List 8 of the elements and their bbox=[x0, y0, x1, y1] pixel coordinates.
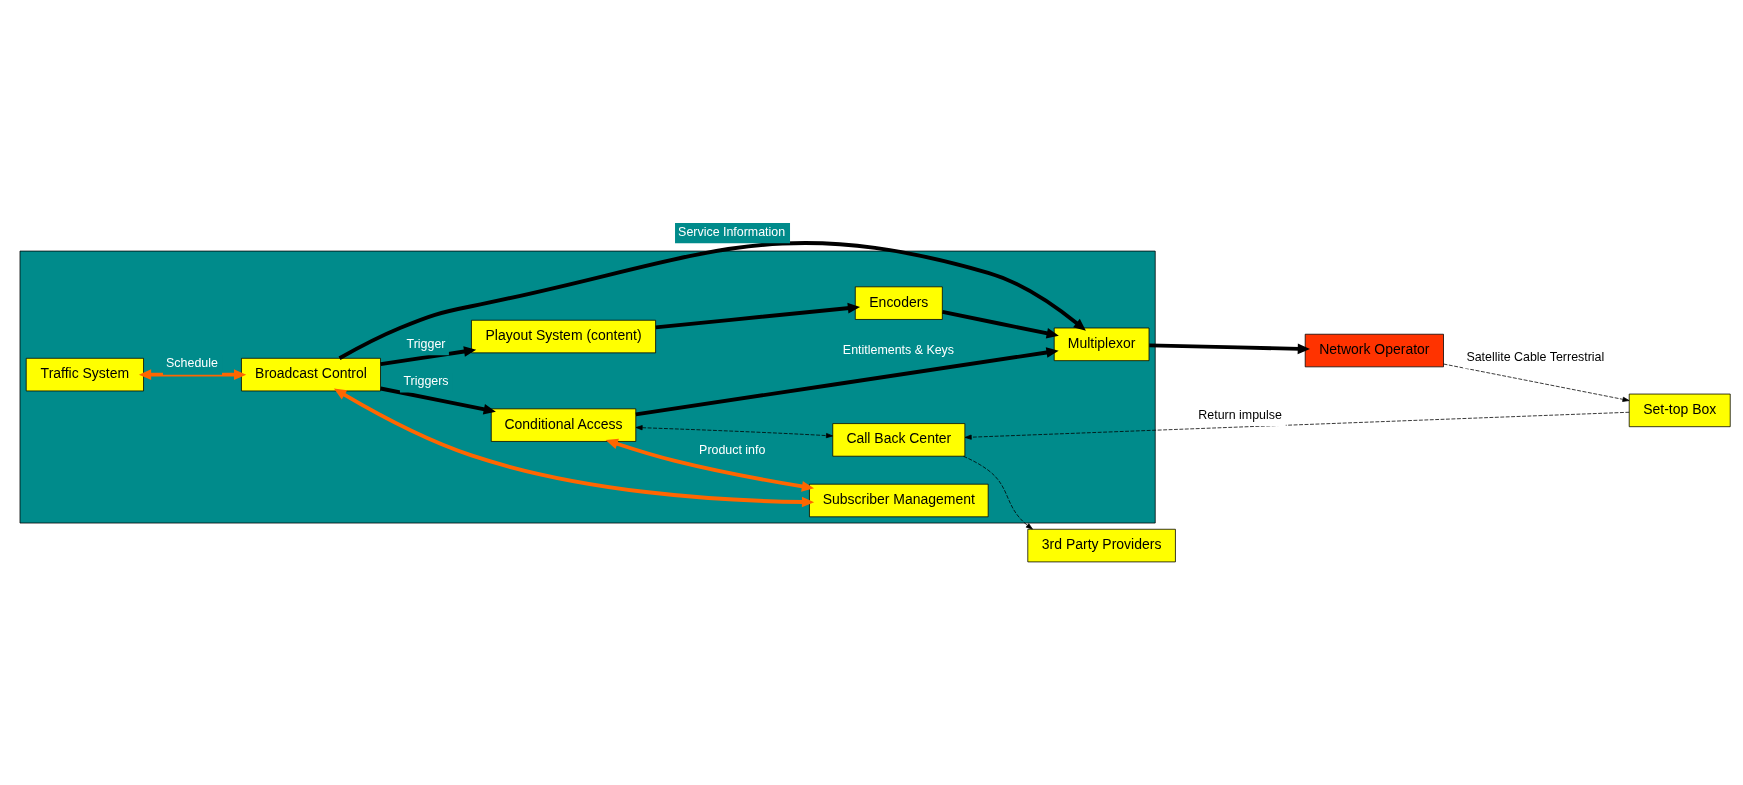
edge-label: Product info bbox=[698, 442, 765, 457]
edge-label: Triggers bbox=[402, 374, 449, 389]
edge-label: Entitlements & Keys bbox=[842, 343, 954, 358]
edge-label: Service Information bbox=[677, 225, 785, 240]
edge-label: Schedule bbox=[165, 356, 218, 371]
edge-label: Trigger bbox=[406, 337, 445, 352]
edge-label: Return impulse bbox=[1197, 407, 1282, 422]
edge-label: Satellite Cable Terrestrial bbox=[1465, 350, 1604, 365]
